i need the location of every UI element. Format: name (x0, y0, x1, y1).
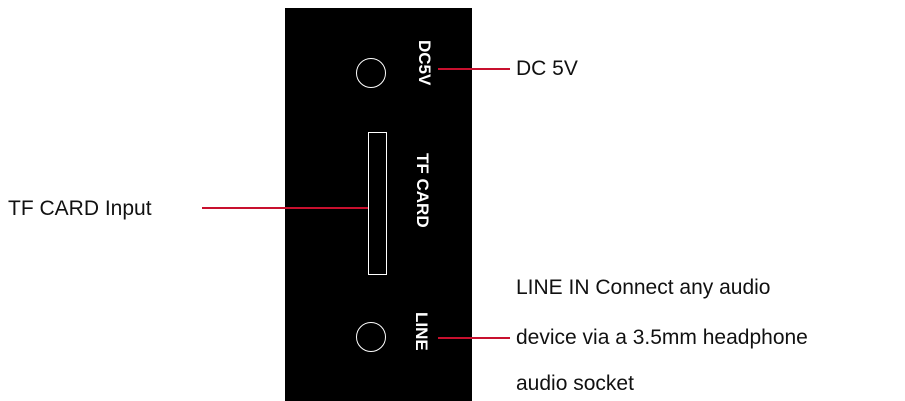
line-leader-line (438, 337, 510, 339)
dc-port-label: DC5V (415, 40, 434, 86)
dc-leader-line (438, 68, 510, 70)
line-in-callout-line-3: audio socket (516, 372, 634, 395)
line-in-callout-line-2: device via a 3.5mm headphone (516, 326, 808, 349)
tf-callout-text: TF CARD Input (8, 197, 152, 220)
line-in-callout-line-1: LINE IN Connect any audio (516, 276, 771, 299)
tf-leader-line (202, 207, 368, 209)
tf-card-slot (368, 132, 387, 275)
line-port-label: LINE (412, 312, 431, 351)
dc-power-port (356, 58, 386, 88)
dc-callout-text: DC 5V (516, 57, 578, 80)
line-in-port (356, 322, 386, 352)
tf-card-label: TF CARD (413, 153, 432, 228)
